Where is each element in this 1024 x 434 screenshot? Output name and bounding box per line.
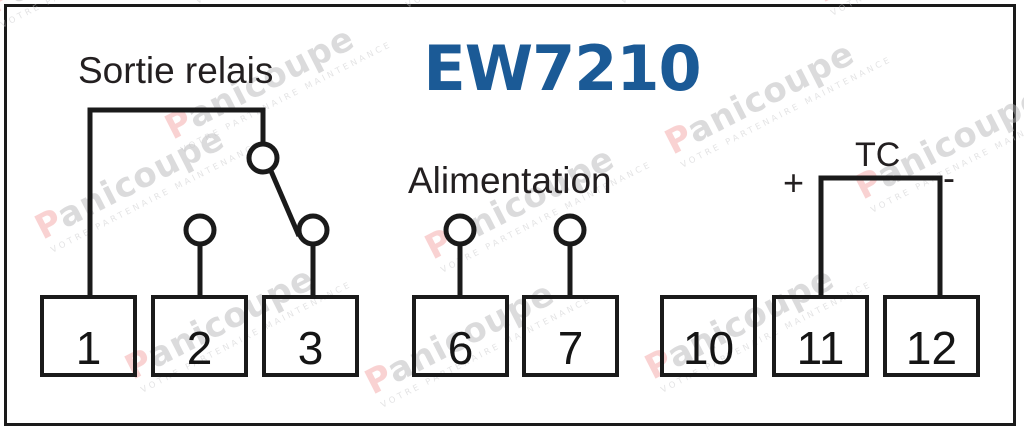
terminal-box-11: 11 <box>772 295 869 377</box>
relay-switch-arm <box>268 170 302 237</box>
terminal-number: 7 <box>557 322 584 374</box>
terminal-number: 10 <box>682 322 735 374</box>
relay-common-terminal-circle <box>246 141 280 175</box>
power-supply-label: Alimentation <box>408 160 612 201</box>
terminal-number: 6 <box>447 322 474 374</box>
thermocouple-label: TC <box>855 136 901 174</box>
terminal-6-circle <box>443 213 477 247</box>
terminal-number: 12 <box>905 322 958 374</box>
terminal-3-circle <box>296 213 330 247</box>
terminal-box-2: 2 <box>151 295 248 377</box>
relay-output-label: Sortie relais <box>78 50 274 91</box>
terminal-2-circle <box>183 213 217 247</box>
terminal-box-1: 1 <box>40 295 137 377</box>
terminal-box-7: 7 <box>522 295 619 377</box>
terminal-box-10: 10 <box>660 295 757 377</box>
page-title: EW7210 <box>423 32 701 105</box>
terminal-box-12: 12 <box>883 295 980 377</box>
relay-common-wire <box>87 107 266 295</box>
thermocouple-minus-sign: - <box>943 157 955 198</box>
thermocouple-bracket-wire <box>818 175 943 295</box>
terminal-box-3: 3 <box>262 295 359 377</box>
terminal-box-6: 6 <box>412 295 509 377</box>
terminal-number: 11 <box>796 322 845 374</box>
terminal-number: 1 <box>75 322 102 374</box>
thermocouple-plus-sign: + <box>783 162 805 203</box>
terminal-number: 3 <box>297 322 324 374</box>
terminal-7-circle <box>553 213 587 247</box>
terminal-number: 2 <box>186 322 213 374</box>
